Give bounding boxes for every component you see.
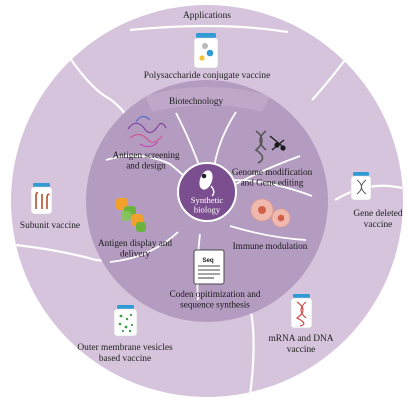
vial-icon-polysaccharide: [193, 33, 219, 69]
outer-label-5: Subunit vaccine: [20, 221, 80, 231]
outer-ring-title: Applications: [183, 11, 231, 21]
outer-label-1: Polysaccharide conjugate vaccine: [144, 71, 271, 81]
middle-ring-title-band: [145, 87, 270, 112]
sequence-document-label: Seq: [202, 257, 214, 264]
protein-structure-icon: [127, 115, 167, 148]
cells-icon: [250, 198, 291, 228]
vial-icon-gene-deleted: [350, 172, 372, 201]
dna-scissors-icon: [254, 130, 286, 164]
vial-icon-outer-membrane-vesicles: [113, 305, 138, 337]
sequence-document-icon: Seq: [193, 249, 225, 285]
bacterium-icon: [199, 170, 215, 197]
center-circle: [177, 162, 237, 222]
vial-icon-subunit: [30, 183, 53, 215]
vial-icon-mrna-dna: [290, 294, 313, 329]
middle-ring-title: Biotechnology: [169, 96, 224, 106]
middle-label-3: Immune modulation: [233, 241, 308, 251]
antigen-display-icon: [116, 198, 146, 232]
